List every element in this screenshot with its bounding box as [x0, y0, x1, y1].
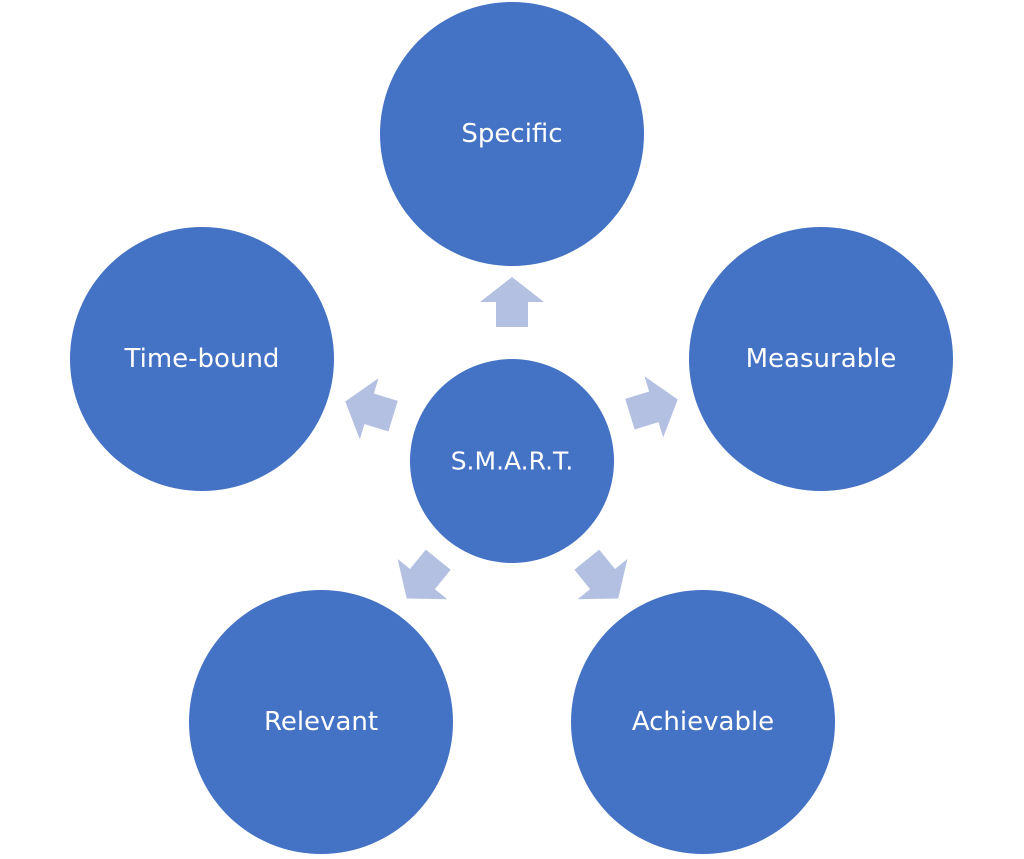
- center-circle: [410, 359, 614, 563]
- node-circle-specific: [380, 2, 644, 266]
- arrow-to-achievable: [574, 549, 628, 600]
- node-label-relevant: Relevant: [264, 707, 378, 737]
- node-specific: Specific: [380, 2, 644, 266]
- arrow-to-measurable: [625, 376, 678, 438]
- node-label-achievable: Achievable: [632, 707, 774, 737]
- node-circle-measurable: [689, 227, 953, 491]
- center-label: S.M.A.R.T.: [451, 447, 574, 476]
- node-achievable: Achievable: [571, 590, 835, 854]
- arrow-to-time-bound: [345, 378, 398, 440]
- node-circle-achievable: [571, 590, 835, 854]
- center-node: S.M.A.R.T.: [410, 359, 614, 563]
- arrow-to-relevant: [397, 549, 451, 600]
- node-measurable: Measurable: [689, 227, 953, 491]
- node-label-time-bound: Time-bound: [124, 344, 280, 374]
- node-circle-relevant: [189, 590, 453, 854]
- node-time-bound: Time-bound: [70, 227, 334, 491]
- node-label-measurable: Measurable: [746, 344, 897, 374]
- node-circle-time-bound: [70, 227, 334, 491]
- node-label-specific: Specific: [461, 119, 562, 149]
- arrow-to-specific: [480, 277, 544, 327]
- node-relevant: Relevant: [189, 590, 453, 854]
- arrows: [345, 277, 678, 600]
